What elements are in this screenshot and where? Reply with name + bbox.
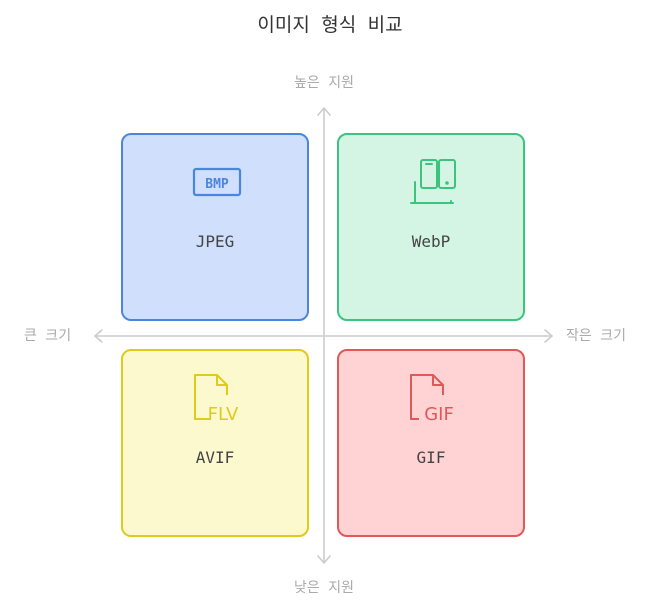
axis-label-top: 높은 지원 (294, 75, 354, 91)
axis-label-left: 큰 크기 (24, 328, 72, 344)
devices-icon (410, 159, 456, 204)
quadrant-label-jpeg: JPEG (195, 232, 235, 251)
quadrant-webp: WebP (337, 133, 525, 321)
quadrant-label-gif: GIF (416, 448, 446, 467)
gif-icon-text: GIF (424, 404, 454, 425)
flv-icon-text: FLV (208, 404, 239, 425)
arrow-down-icon (317, 555, 331, 564)
arrow-up-icon (317, 107, 331, 116)
axis-label-bottom: 낮은 지원 (294, 580, 354, 596)
bmp-file-icon: BMP (192, 167, 242, 197)
quadrant-gif: GIF GIF (337, 349, 525, 537)
arrow-right-icon (544, 329, 553, 343)
quadrant-avif: FLV AVIF (121, 349, 309, 537)
bmp-icon-text: BMP (205, 177, 229, 192)
quadrant-jpeg: BMP JPEG (121, 133, 309, 321)
quadrant-label-webp: WebP (411, 232, 451, 251)
diagram-title: 이미지 형식 비교 (257, 14, 403, 36)
quadrant-label-avif: AVIF (195, 448, 235, 467)
flv-file-icon: FLV (194, 374, 239, 425)
gif-file-icon: GIF (410, 374, 454, 425)
axis-label-right: 작은 크기 (566, 328, 626, 344)
arrow-left-icon (94, 329, 103, 343)
